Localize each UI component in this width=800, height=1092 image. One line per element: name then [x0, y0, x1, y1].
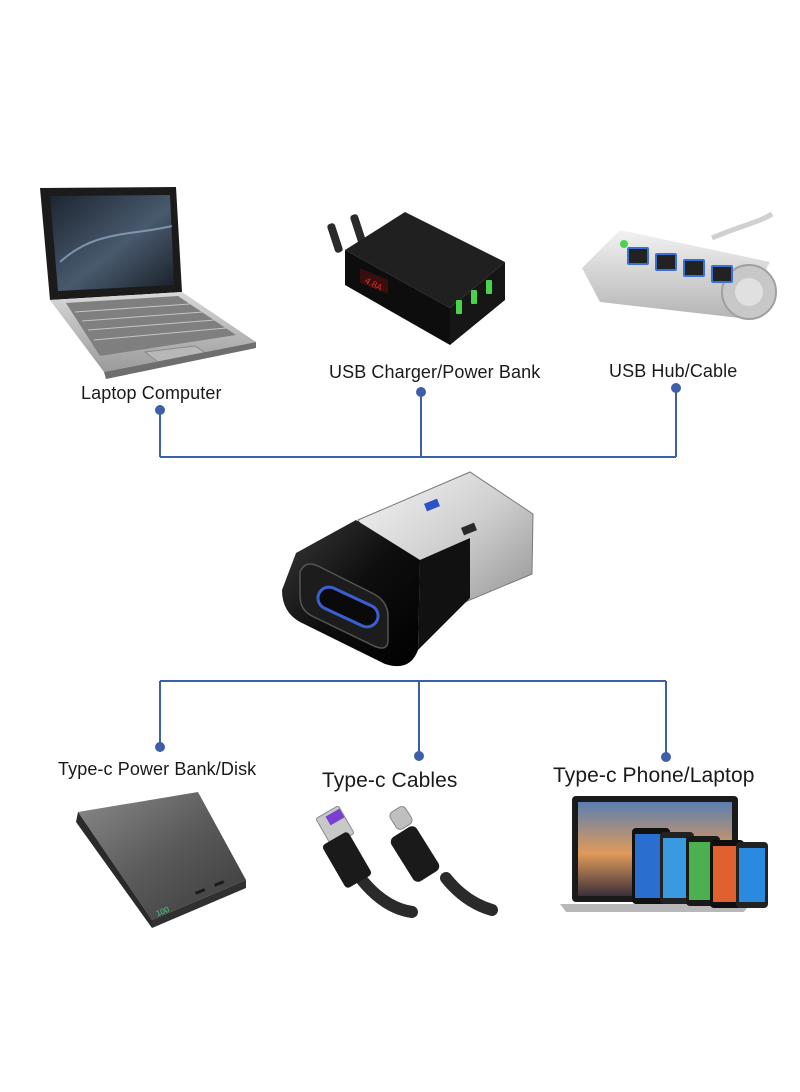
label-laptop-computer: Laptop Computer [81, 383, 222, 403]
connector-dot-hub [671, 383, 681, 393]
connector-dot-laptop [155, 405, 165, 415]
label-usb-charger-power-bank: USB Charger/Power Bank [329, 362, 541, 382]
label-type-c-power-bank-disk: Type-c Power Bank/Disk [58, 759, 257, 779]
connector-dot-cables [414, 751, 424, 761]
connector-dot-charger [416, 387, 426, 397]
label-type-c-cables: Type-c Cables [322, 769, 458, 792]
connector-dot-powerbank [155, 742, 165, 752]
connector-dot-phones [661, 752, 671, 762]
label-type-c-phone-laptop: Type-c Phone/Laptop [553, 764, 755, 787]
label-usb-hub-cable: USB Hub/Cable [609, 361, 738, 381]
